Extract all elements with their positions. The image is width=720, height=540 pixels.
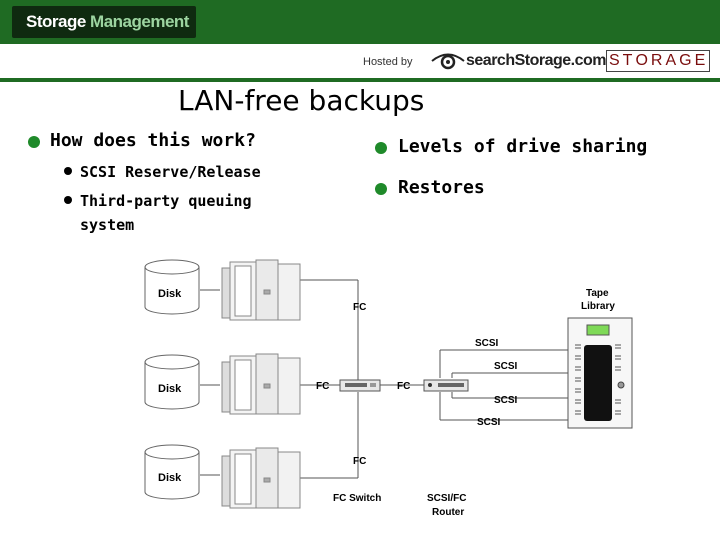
bullet-drive-sharing: Levels of drive sharing (398, 136, 648, 157)
sub-bullet-scsi-reserve: SCSI Reserve/Release (80, 163, 261, 181)
tape-label-line2: Library (581, 301, 615, 312)
disk-cylinder-3 (144, 444, 200, 500)
disk-label-2: Disk (158, 383, 182, 395)
server-rack-1 (221, 259, 301, 321)
disk-label-1: Disk (158, 288, 182, 300)
scsi-label-2: SCSI (494, 361, 518, 372)
brand-logo: Storage Management (12, 6, 196, 38)
logo-letter: S (609, 52, 623, 69)
fc-label-right: FC (397, 381, 410, 392)
scsi-label-1: SCSI (475, 338, 499, 349)
scsi-fc-router (423, 379, 469, 392)
router-label-line1: SCSI/FC (427, 493, 466, 504)
green-bullet-icon (28, 136, 40, 148)
tape-library (567, 317, 633, 429)
logo-letter: R (650, 52, 666, 69)
server-rack-3 (221, 447, 301, 509)
fc-label-top: FC (353, 302, 366, 313)
fc-label-bottom: FC (353, 456, 366, 467)
site-name: searchStorage.com (466, 52, 607, 69)
brand-storage: Storage (26, 12, 86, 31)
black-bullet-icon (64, 196, 72, 204)
sub-bullet-text: Third-party queuing system (80, 192, 252, 234)
router-label-line2: Router (432, 507, 464, 518)
header-bar: Storage Management (0, 0, 720, 44)
storage-logo: S T O R A G E (606, 50, 710, 72)
fc-switch (339, 379, 381, 392)
disk-cylinder-2 (144, 354, 200, 410)
sub-bullet-third-party: Third-party queuing system (80, 189, 280, 237)
logo-letter: O (635, 52, 651, 69)
fc-switch-label: FC Switch (333, 493, 381, 504)
black-bullet-icon (64, 167, 72, 175)
disk-label-3: Disk (158, 472, 182, 484)
logo-letter: A (665, 52, 680, 69)
scsi-label-4: SCSI (477, 417, 501, 428)
slide-title: LAN-free backups (178, 84, 425, 117)
server-rack-2 (221, 353, 301, 415)
logo-letter: E (694, 52, 709, 69)
hosted-bar: Hosted by searchStorage.com S T O R A G … (0, 44, 720, 82)
connection-lines (200, 279, 568, 479)
green-bullet-icon (375, 183, 387, 195)
bullet-restores: Restores (398, 177, 485, 198)
tape-label-line1: Tape (586, 288, 609, 299)
bullet-how-it-works: How does this work? (50, 130, 256, 151)
green-bullet-icon (375, 142, 387, 154)
scsi-label-3: SCSI (494, 395, 518, 406)
fc-label-left: FC (316, 381, 329, 392)
brand-management: Management (90, 12, 189, 31)
eye-icon (431, 53, 465, 70)
disk-cylinder-1 (144, 259, 200, 315)
logo-letter: G (679, 52, 695, 69)
hosted-by-label: Hosted by (363, 56, 413, 68)
logo-letter: T (622, 52, 636, 69)
